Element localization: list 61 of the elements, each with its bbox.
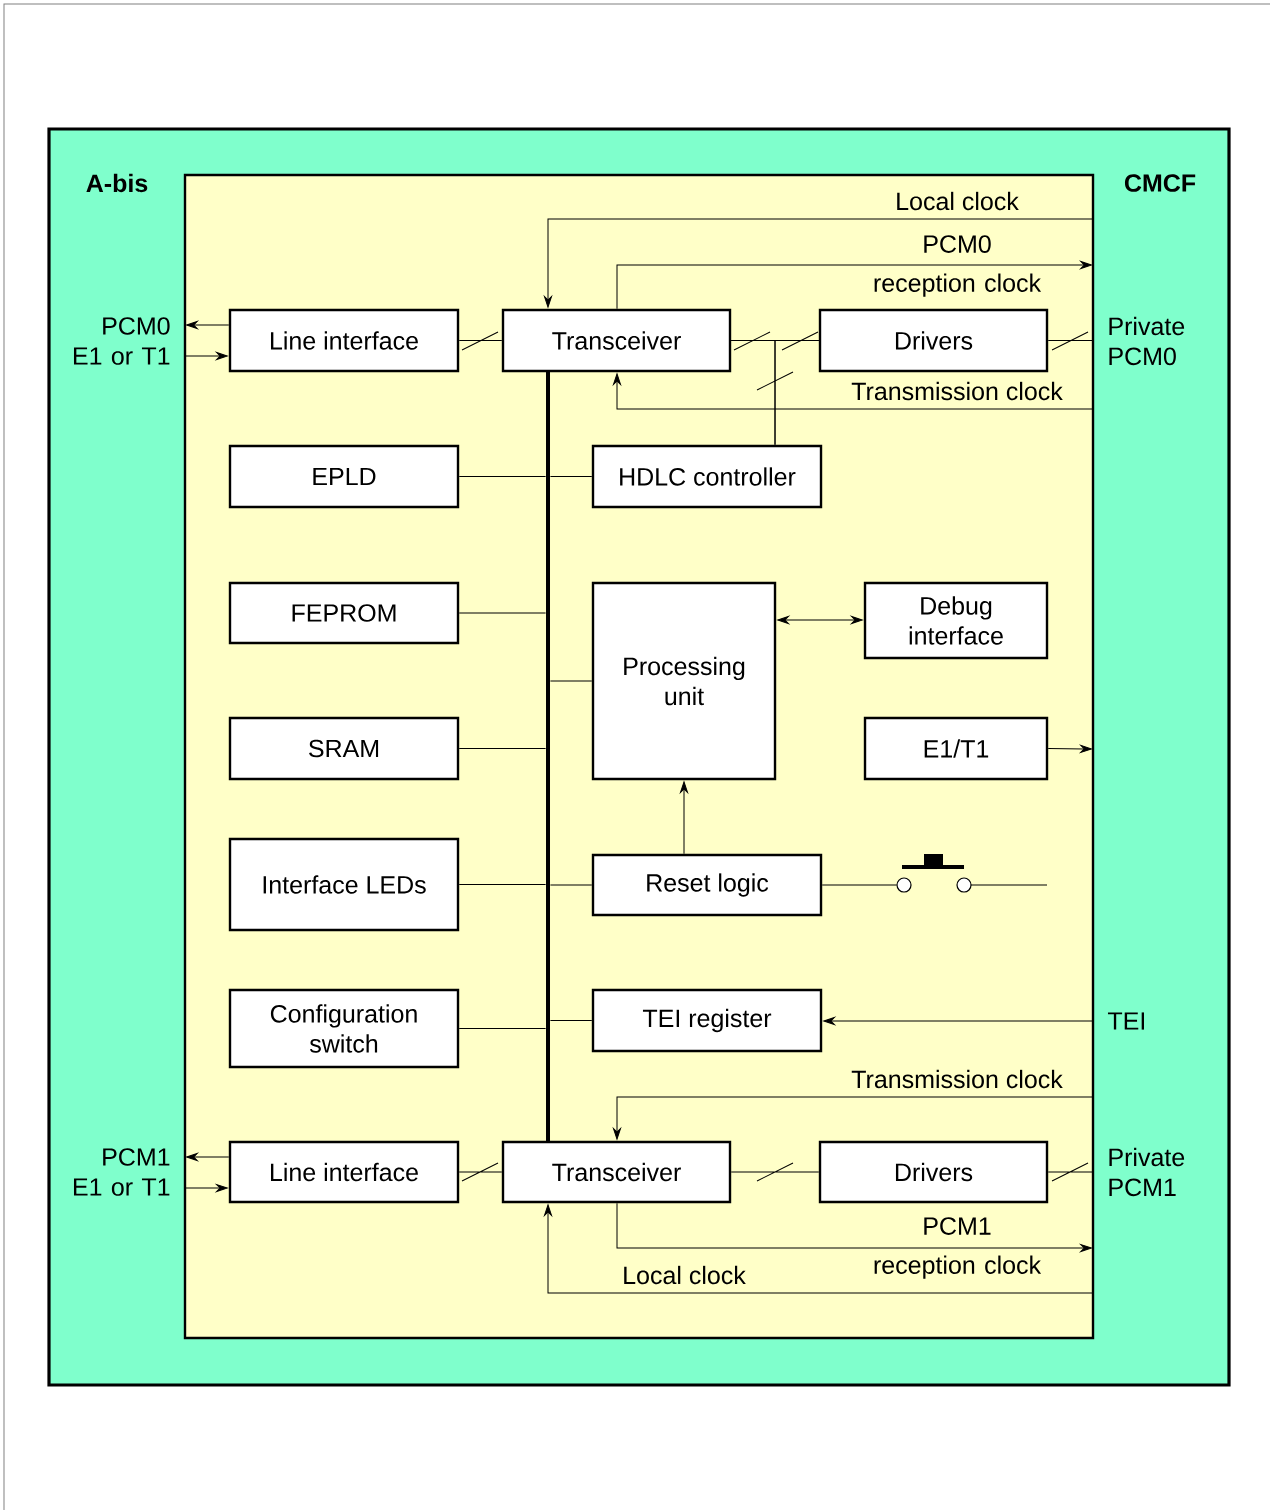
function-block: Interface LEDs	[228, 837, 460, 932]
connector-line	[1047, 331, 1094, 351]
function-block: Configuration switch	[228, 988, 460, 1069]
arrow	[613, 1096, 1094, 1140]
function-block: Transceiver	[501, 308, 732, 373]
function-block: Line interface	[228, 308, 460, 373]
port-label: Private PCM0	[1109, 316, 1185, 366]
port-label: TEI	[1107, 1012, 1144, 1030]
edge-label: Local clock	[624, 1265, 746, 1285]
function-block: HDLC controller	[591, 444, 823, 509]
connector-line	[549, 680, 593, 682]
panel-heading: CMCF	[1124, 174, 1196, 192]
port-label: PCM1 E1 or T1	[74, 1148, 170, 1196]
edge-label: PCM0 reception clock	[874, 235, 1042, 297]
arrow	[1047, 744, 1092, 753]
arrow	[544, 1204, 1094, 1294]
arrow	[823, 1017, 1094, 1025]
function-block: EPLD	[228, 444, 460, 509]
arrow	[186, 321, 230, 329]
connector-line	[730, 1162, 820, 1182]
connector-line	[1047, 1162, 1094, 1182]
connector-line	[549, 1020, 593, 1021]
connector-line	[458, 748, 547, 749]
edge-label: Local clock	[897, 191, 1019, 211]
function-block: Processing unit	[591, 581, 777, 781]
function-block: Reset logic	[591, 853, 823, 917]
connector-line	[549, 476, 593, 477]
connector-line	[821, 884, 898, 886]
function-block: E1/T1	[863, 716, 1049, 781]
port-label: PCM0 E1 or T1	[74, 317, 170, 365]
push-button-drawing	[896, 854, 1048, 893]
connector-line	[458, 612, 547, 614]
connector-line	[458, 1028, 547, 1029]
arrow	[616, 1202, 1092, 1252]
arrow	[777, 616, 863, 624]
port-label: Private PCM1	[1109, 1147, 1185, 1197]
connector-line	[549, 884, 593, 886]
connector-line	[458, 884, 547, 885]
function-block: Drivers	[818, 308, 1049, 373]
function-block: Drivers	[818, 1140, 1049, 1204]
edge-label: Transmission clock	[851, 1069, 1063, 1089]
function-block: Debug interface	[863, 581, 1049, 660]
arrow	[184, 1184, 228, 1193]
edge-label: Transmission clock	[851, 381, 1063, 401]
function-block: Line interface	[228, 1140, 460, 1204]
function-block: FEPROM	[228, 581, 460, 645]
connector-line	[458, 476, 547, 477]
panel-heading: A-bis	[86, 173, 148, 193]
arrow	[186, 1153, 230, 1161]
function-block: SRAM	[228, 716, 460, 781]
connector-line	[458, 331, 503, 351]
function-block: Transceiver	[501, 1140, 732, 1204]
arrow	[680, 781, 688, 855]
edge-label: PCM1 reception clock	[874, 1217, 1042, 1279]
arrow	[544, 218, 1094, 308]
arrow	[616, 261, 1092, 310]
connector-line	[774, 340, 820, 446]
connector-line	[458, 1162, 503, 1182]
arrow	[613, 373, 1094, 410]
function-block: TEI register	[591, 988, 823, 1053]
arrow	[184, 352, 228, 360]
